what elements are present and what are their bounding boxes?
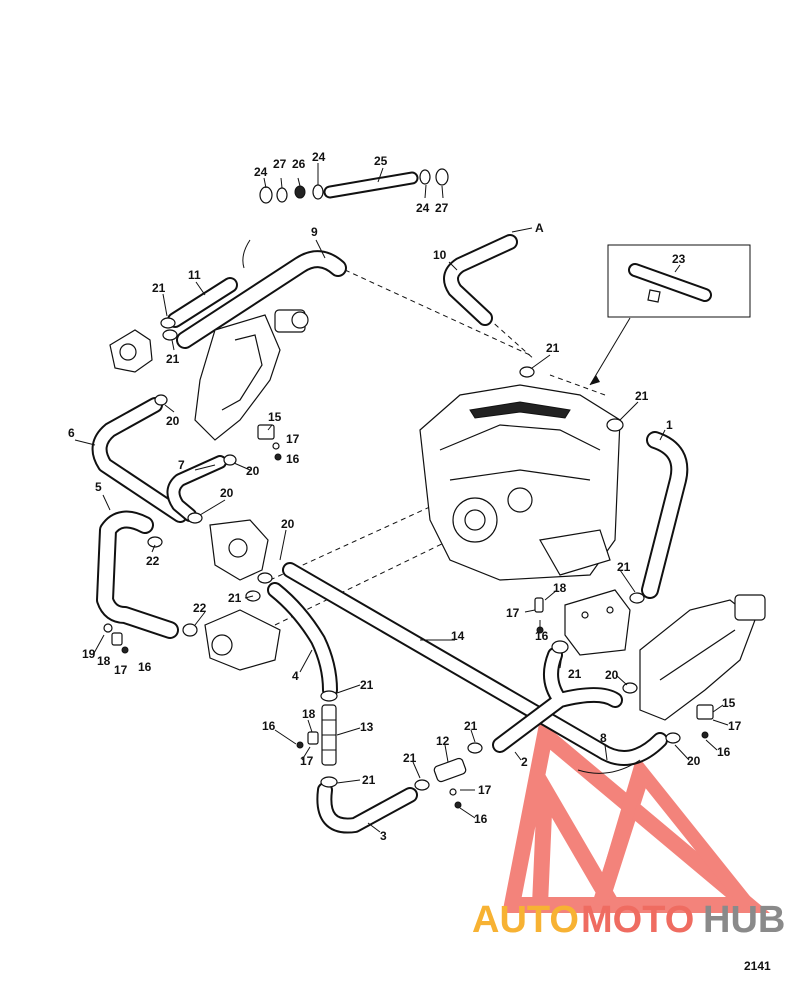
hose-7 <box>166 455 227 522</box>
watermark-text-hub: HUB <box>703 899 785 941</box>
callout-24: 24 <box>416 201 430 215</box>
watermark-text: AUTO MOTO HUB <box>472 899 785 941</box>
callout-21: 21 <box>403 751 417 765</box>
callout-21: 21 <box>228 591 242 605</box>
callout-16: 16 <box>286 452 300 466</box>
small-fittings <box>103 442 709 809</box>
callout-17: 17 <box>506 606 520 620</box>
tee-fitting-15a <box>257 424 275 440</box>
hose-25 <box>323 171 419 199</box>
callout-labels: 24 27 26 24 25 24 27 9 A 10 11 23 21 21 … <box>68 150 742 843</box>
callout-17: 17 <box>114 663 128 677</box>
callout-21: 21 <box>464 719 478 733</box>
callout-16: 16 <box>535 629 549 643</box>
hose-11 <box>167 239 251 328</box>
right-exhaust-manifold <box>639 594 766 721</box>
callout-24: 24 <box>312 150 326 164</box>
callout-8: 8 <box>600 731 607 745</box>
callout-21: 21 <box>166 352 180 366</box>
watermark-text-moto: MOTO <box>581 899 694 941</box>
callout-6: 6 <box>68 426 75 440</box>
callout-15: 15 <box>268 410 282 424</box>
hose-14 <box>282 562 668 766</box>
callout-25: 25 <box>374 154 388 168</box>
hose-10 <box>443 234 518 326</box>
callout-3: 3 <box>380 829 387 843</box>
callout-15: 15 <box>722 696 736 710</box>
callout-16: 16 <box>474 812 488 826</box>
callout-21: 21 <box>152 281 166 295</box>
callout-1: 1 <box>666 418 673 432</box>
callout-16: 16 <box>262 719 276 733</box>
callout-18: 18 <box>97 654 111 668</box>
thermostat-housing <box>209 519 269 581</box>
callout-12: 12 <box>436 734 450 748</box>
callout-21: 21 <box>635 389 649 403</box>
callout-26: 26 <box>292 157 306 171</box>
callout-16: 16 <box>717 745 731 759</box>
callout-23: 23 <box>672 252 686 266</box>
hose-8 <box>577 759 641 774</box>
callout-18: 18 <box>302 707 316 721</box>
callout-13: 13 <box>360 720 374 734</box>
callout-17: 17 <box>286 432 300 446</box>
callout-20: 20 <box>246 464 260 478</box>
callout-21: 21 <box>360 678 374 692</box>
callout-22: 22 <box>146 554 160 568</box>
callout-20: 20 <box>220 486 234 500</box>
callout-21: 21 <box>362 773 376 787</box>
mounting-plate <box>564 589 631 656</box>
hose-5 <box>96 510 179 639</box>
callout-A: A <box>535 221 544 235</box>
tee-fitting-12 <box>433 757 467 783</box>
watermark-text-auto: AUTO <box>472 899 579 941</box>
callout-22: 22 <box>193 601 207 615</box>
callout-24: 24 <box>254 165 268 179</box>
callout-18: 18 <box>553 581 567 595</box>
callout-20: 20 <box>281 517 295 531</box>
inset-box-part-23 <box>589 244 751 386</box>
hose-4 <box>267 582 338 698</box>
drawing-number: 2141 <box>744 959 771 973</box>
callout-20: 20 <box>605 668 619 682</box>
callout-11: 11 <box>188 268 201 282</box>
callout-20: 20 <box>687 754 701 768</box>
callout-5: 5 <box>95 480 102 494</box>
callout-16: 16 <box>138 660 152 674</box>
watermark-logo <box>502 720 771 913</box>
engine-block <box>419 384 621 581</box>
callout-27: 27 <box>273 157 287 171</box>
callout-20: 20 <box>166 414 180 428</box>
hose-clamps <box>147 317 681 791</box>
callout-17: 17 <box>300 754 314 768</box>
callout-17: 17 <box>478 783 492 797</box>
hose-2 <box>492 647 623 753</box>
callout-2: 2 <box>521 755 528 769</box>
callout-9: 9 <box>311 225 318 239</box>
fitting-13 <box>321 704 337 766</box>
hose-6 <box>91 397 188 523</box>
callout-10: 10 <box>433 248 447 262</box>
callout-leader-lines <box>74 163 729 833</box>
callout-27: 27 <box>435 201 449 215</box>
left-exhaust-manifold <box>194 309 309 441</box>
callout-14: 14 <box>451 629 465 643</box>
dashed-routing-lines <box>269 269 606 626</box>
callout-4: 4 <box>292 669 299 683</box>
left-circulating-pump <box>109 329 153 373</box>
callout-21: 21 <box>568 667 582 681</box>
hose-3 <box>316 782 418 834</box>
callout-19: 19 <box>82 647 96 661</box>
callout-21: 21 <box>546 341 560 355</box>
seawater-pump <box>204 609 281 671</box>
callout-7: 7 <box>178 458 185 472</box>
top-fittings-row <box>259 168 449 204</box>
hose-9 <box>176 250 347 349</box>
hose-1 <box>641 431 689 599</box>
tee-fitting-15b <box>696 704 714 720</box>
callout-17: 17 <box>728 719 742 733</box>
callout-21: 21 <box>617 560 631 574</box>
